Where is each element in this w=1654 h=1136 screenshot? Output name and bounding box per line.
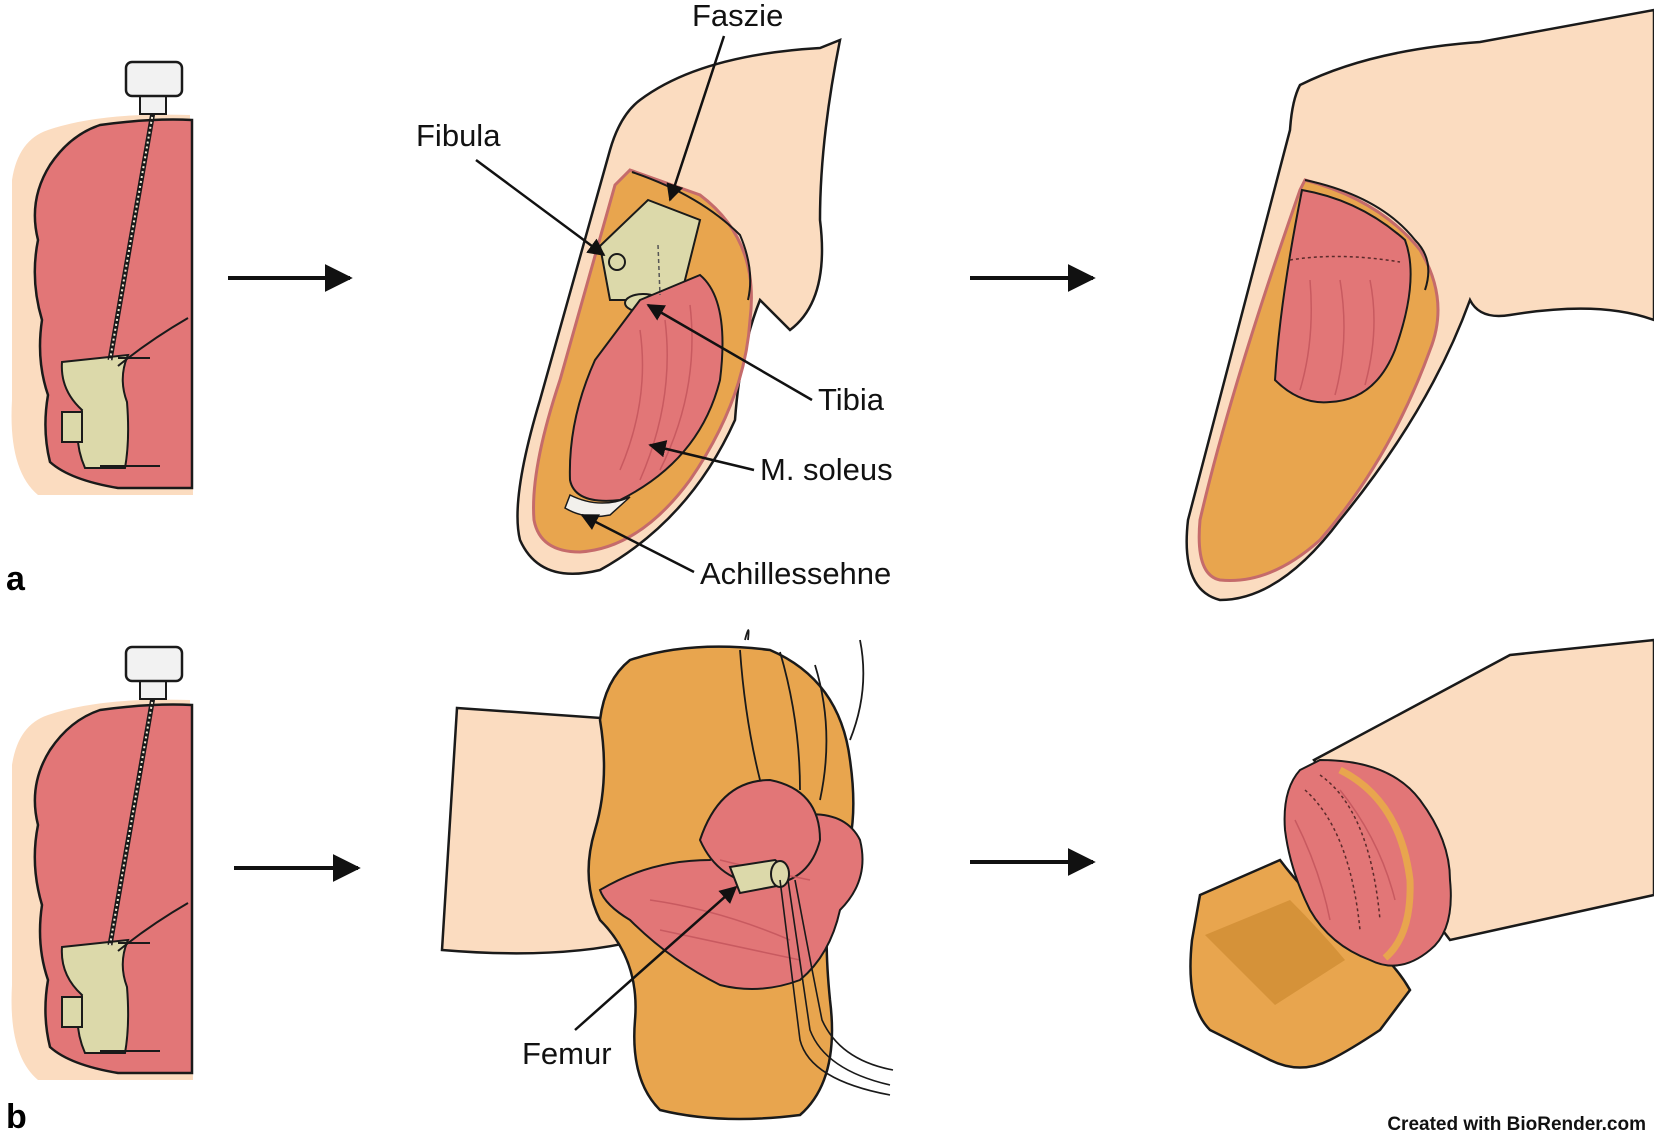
label-femur-text: Femur: [522, 1036, 612, 1071]
label-achillessehne: Achillessehne: [580, 513, 891, 591]
row-a-closed-stump: [1185, 8, 1654, 602]
credit-text: Created with BioRender.com: [1387, 1114, 1646, 1135]
label-fibula: Fibula: [416, 118, 606, 257]
label-tibia-text: Tibia: [818, 382, 885, 417]
row-b-needle-leg: [11, 645, 194, 1080]
panel-label-a: a: [6, 560, 26, 598]
label-m-soleus-text: M. soleus: [760, 452, 893, 487]
label-fibula-text: Fibula: [416, 118, 501, 153]
label-tibia: Tibia: [646, 303, 885, 417]
row-b-closed-stump: [1189, 638, 1654, 1069]
label-faszie-text: Faszie: [692, 0, 783, 33]
label-femur: Femur: [522, 885, 738, 1071]
row-b-open-thigh: [440, 629, 894, 1121]
label-m-soleus: M. soleus: [648, 440, 893, 487]
row-a-needle-leg: [11, 60, 194, 496]
panel-label-b: b: [6, 1098, 27, 1136]
label-faszie: Faszie: [666, 0, 783, 202]
label-achillessehne-text: Achillessehne: [700, 556, 891, 591]
